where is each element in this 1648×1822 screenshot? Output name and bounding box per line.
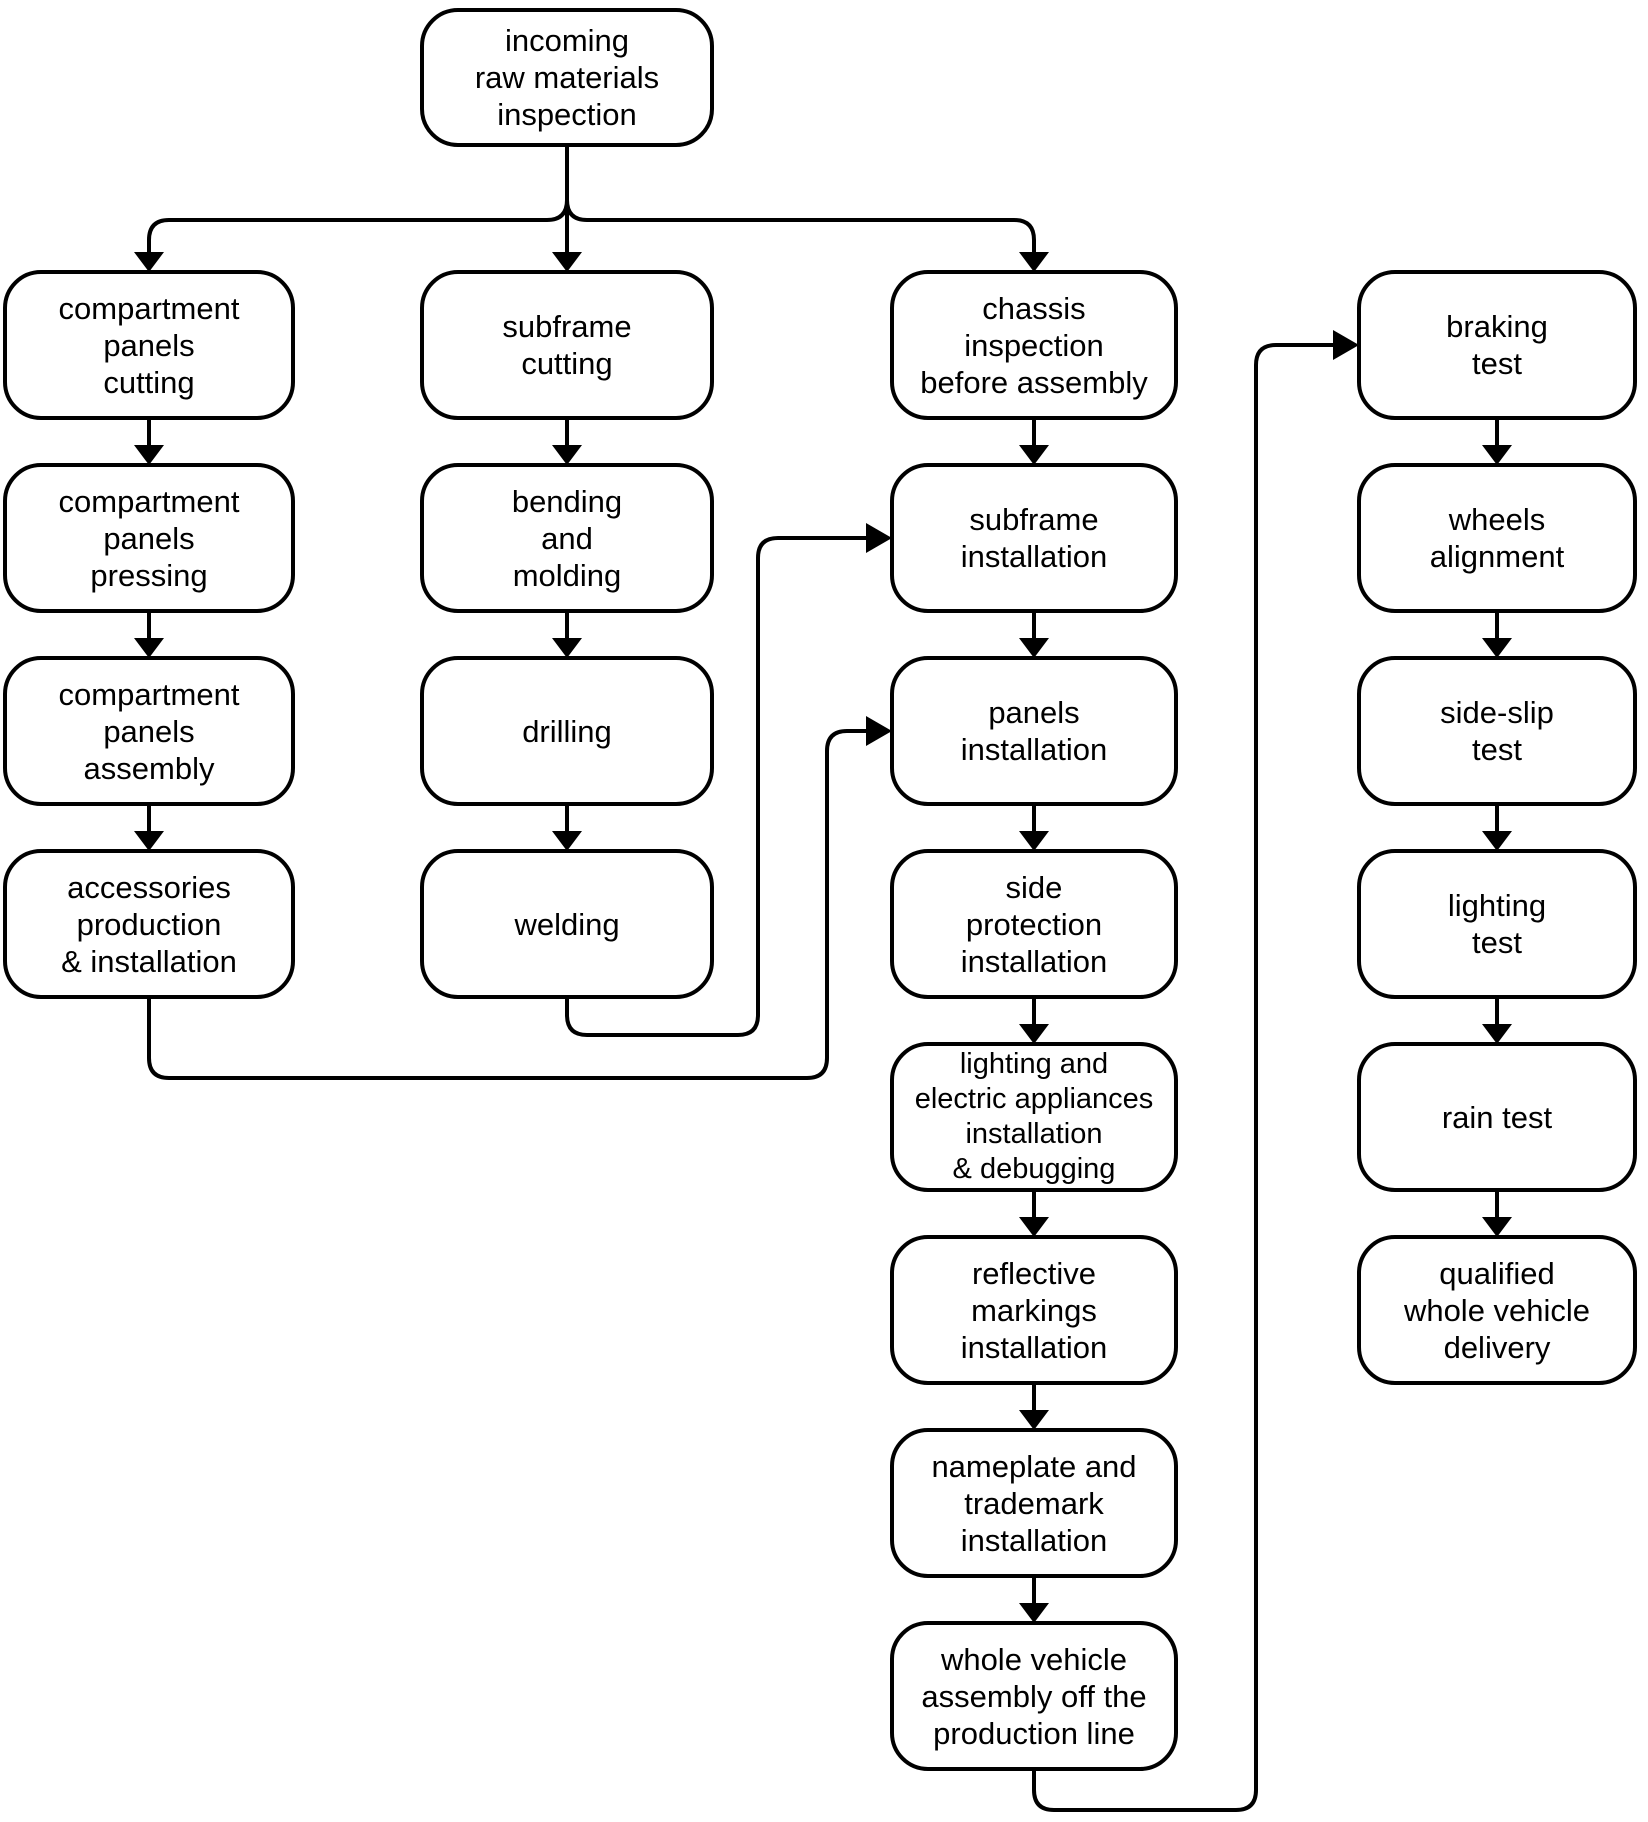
- edge-subframe-installation-to-panels-installation: [1019, 613, 1049, 658]
- node-side-protection-installation: side protection installation: [890, 849, 1178, 999]
- node-braking-test: braking test: [1357, 270, 1637, 420]
- node-side-slip-test: side-slip test: [1357, 656, 1637, 806]
- node-nameplate-and-trademark-installation: nameplate and trademark installation: [890, 1428, 1178, 1578]
- node-welding: welding: [420, 849, 714, 999]
- node-lighting-test: lighting test: [1357, 849, 1637, 999]
- edge-panels-installation-to-side-protection: [1019, 806, 1049, 851]
- edge-side-protection-to-lighting-electric: [1019, 999, 1049, 1044]
- node-lighting-electric-appliances-installation-debugging: lighting and electric appliances install…: [890, 1042, 1178, 1192]
- edge-side-slip-to-lighting-test: [1482, 806, 1512, 851]
- edge-wheels-alignment-to-side-slip: [1482, 613, 1512, 658]
- edge-nameplate-to-whole-vehicle-assembly: [1019, 1578, 1049, 1623]
- node-compartment-panels-pressing: compartment panels pressing: [3, 463, 295, 613]
- edge-panels-assembly-to-accessories: [134, 806, 164, 851]
- node-accessories-production-installation: accessories production & installation: [3, 849, 295, 999]
- edge-lighting-test-to-rain-test: [1482, 999, 1512, 1044]
- node-qualified-whole-vehicle-delivery: qualified whole vehicle delivery: [1357, 1235, 1637, 1385]
- edge-drilling-to-welding: [552, 806, 582, 851]
- edge-incoming-to-subframe-cutting: [552, 147, 582, 272]
- node-compartment-panels-cutting: compartment panels cutting: [3, 270, 295, 420]
- node-wheels-alignment: wheels alignment: [1357, 463, 1637, 613]
- edge-incoming-to-chassis-inspection: [565, 199, 1049, 272]
- edge-lighting-electric-to-reflective-markings: [1019, 1192, 1049, 1237]
- node-incoming-raw-materials-inspection: incoming raw materials inspection: [420, 8, 714, 147]
- node-bending-and-molding: bending and molding: [420, 463, 714, 613]
- node-drilling: drilling: [420, 656, 714, 806]
- edge-rain-test-to-qualified-delivery: [1482, 1192, 1512, 1237]
- node-panels-installation: panels installation: [890, 656, 1178, 806]
- node-whole-vehicle-assembly-off-production-line: whole vehicle assembly off the productio…: [890, 1621, 1178, 1771]
- node-rain-test: rain test: [1357, 1042, 1637, 1192]
- edge-panels-pressing-to-assembly: [134, 613, 164, 658]
- edge-panels-cutting-to-pressing: [134, 420, 164, 465]
- edge-chassis-to-subframe-installation: [1019, 420, 1049, 465]
- node-subframe-installation: subframe installation: [890, 463, 1178, 613]
- edge-braking-to-wheels-alignment: [1482, 420, 1512, 465]
- node-compartment-panels-assembly: compartment panels assembly: [3, 656, 295, 806]
- node-subframe-cutting: subframe cutting: [420, 270, 714, 420]
- node-reflective-markings-installation: reflective markings installation: [890, 1235, 1178, 1385]
- edge-subframe-cutting-to-bending: [552, 420, 582, 465]
- edge-reflective-markings-to-nameplate: [1019, 1385, 1049, 1430]
- edge-incoming-to-panels-cutting: [134, 199, 569, 272]
- edge-bending-to-drilling: [552, 613, 582, 658]
- node-chassis-inspection-before-assembly: chassis inspection before assembly: [890, 270, 1178, 420]
